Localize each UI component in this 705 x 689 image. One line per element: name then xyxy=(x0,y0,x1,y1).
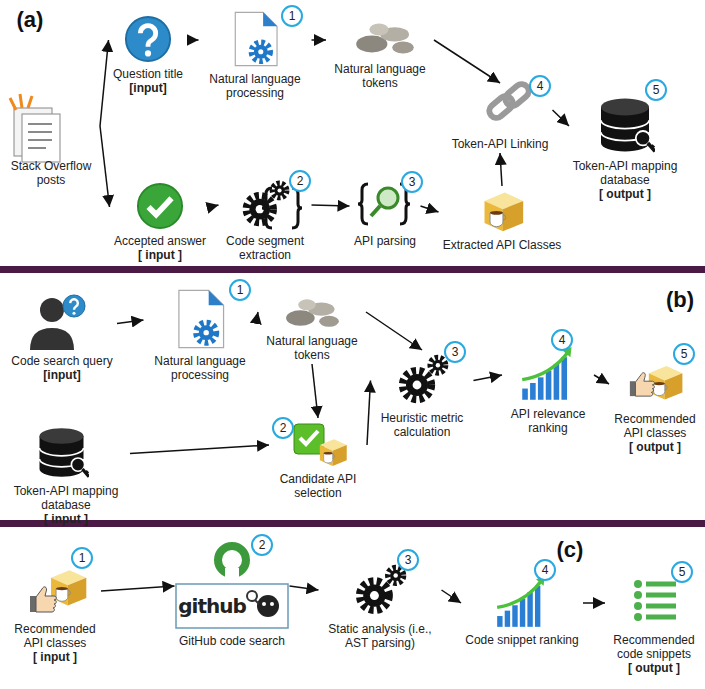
node-label: Candidate API selection xyxy=(271,472,365,500)
callout-number: 1 xyxy=(229,279,251,301)
node-label: Token-API Linking xyxy=(452,137,549,151)
icon-node: Accepted answer[ input ] xyxy=(112,182,209,262)
node-label: Recommended API classes xyxy=(611,412,699,440)
callout-number: 3 xyxy=(397,549,419,571)
node-label: Static analysis (i.e., AST parsing) xyxy=(321,622,440,650)
icon-node: Stack Overflow posts xyxy=(4,95,98,187)
arrow xyxy=(290,586,319,590)
arrow xyxy=(101,586,175,591)
node-label: Token-API mapping database xyxy=(571,159,679,187)
io-tag: [ input ] xyxy=(33,650,77,664)
node-label: Natural language tokens xyxy=(260,334,364,362)
node-label: Code segment extraction xyxy=(221,234,310,262)
callout-number: 4 xyxy=(551,329,573,351)
node-label: Heuristic metric calculation xyxy=(373,411,472,439)
icon-node: Recommended code snippets[ output ] xyxy=(607,575,701,675)
node-label: Token-API mapping database xyxy=(4,484,128,512)
arrow xyxy=(583,602,605,604)
node-label: Recommended API classes xyxy=(11,622,99,650)
arrow xyxy=(594,375,609,384)
callout-number: 2 xyxy=(251,534,273,556)
icon-node: Code snippet ranking xyxy=(463,575,581,647)
arrow xyxy=(117,320,144,324)
callout-number: 2 xyxy=(272,417,294,439)
node-label: API parsing xyxy=(354,234,416,248)
node-label: API relevance ranking xyxy=(504,407,592,435)
arrow xyxy=(421,206,439,212)
arrow xyxy=(100,126,110,207)
arrow xyxy=(100,40,109,126)
arrow xyxy=(312,39,327,41)
arrow xyxy=(312,205,350,206)
arrow xyxy=(434,40,500,83)
io-tag: [input] xyxy=(129,81,166,95)
icon-node: Static analysis (i.e., AST parsing) xyxy=(321,560,440,650)
node-label: Stack Overflow posts xyxy=(4,159,98,187)
arrow xyxy=(211,205,219,207)
callout-number: 5 xyxy=(673,343,695,365)
io-tag: [ output ] xyxy=(599,187,651,201)
icon-node: Question title[input] xyxy=(111,15,186,95)
arrow xyxy=(553,110,570,126)
callout-number: 1 xyxy=(281,5,303,27)
icon-node: Token-API mapping database[ output ] xyxy=(571,95,679,201)
callout-number: 4 xyxy=(529,75,551,97)
panel-letter: (c) xyxy=(557,537,584,563)
arrow xyxy=(367,381,371,446)
icon-node: Natural language tokens xyxy=(328,20,432,90)
node-label: Extracted API Classes xyxy=(443,238,562,252)
icon-node: Token-API mapping database[ input ] xyxy=(4,425,128,526)
node-label: GitHub code search xyxy=(179,634,285,648)
callout-number: 5 xyxy=(645,79,667,101)
icon-node: Recommended API classes[ input ] xyxy=(11,562,99,664)
node-label: Natural language processing xyxy=(146,354,255,382)
io-tag: [ output ] xyxy=(629,440,681,454)
node-label: Code search query xyxy=(11,354,112,368)
arrow xyxy=(312,364,318,418)
node-label: Natural language processing xyxy=(201,72,310,100)
arrow xyxy=(130,445,269,454)
node-label: Question title xyxy=(113,67,183,81)
io-tag: [ input ] xyxy=(44,512,88,526)
icon-node: Code search query[input] xyxy=(9,295,115,382)
node-label: Natural language tokens xyxy=(328,62,432,90)
logo-text: github xyxy=(178,594,246,618)
icon-node: Natural language processing xyxy=(146,288,255,382)
arrow xyxy=(366,312,422,350)
icon-node: Recommended API classes[ output ] xyxy=(611,358,699,454)
node-label: Code snippet ranking xyxy=(465,633,578,647)
icon-node: Heuristic metric calculation xyxy=(373,352,472,439)
arrow xyxy=(474,375,503,381)
panel-letter: (b) xyxy=(666,287,694,313)
arrow xyxy=(257,312,259,320)
io-tag: [ input ] xyxy=(138,248,182,262)
io-tag: [ output ] xyxy=(628,661,680,675)
arrow xyxy=(188,39,199,41)
icon-node: Natural language tokens xyxy=(260,292,364,362)
node-label: Recommended code snippets xyxy=(607,633,701,661)
arrow xyxy=(500,153,502,186)
callout-number: 4 xyxy=(534,559,556,581)
callout-number: 3 xyxy=(401,171,423,193)
arrow xyxy=(442,590,462,603)
callout-number: 1 xyxy=(71,547,93,569)
panel-letter: (a) xyxy=(17,7,44,33)
io-tag: [input] xyxy=(43,368,80,382)
icon-node: Extracted API Classes xyxy=(441,188,564,252)
callout-number: 5 xyxy=(671,561,693,583)
callout-number: 2 xyxy=(289,170,311,192)
node-label: Accepted answer xyxy=(114,234,206,248)
callout-number: 3 xyxy=(444,341,466,363)
icon-node: API relevance ranking xyxy=(504,345,592,435)
